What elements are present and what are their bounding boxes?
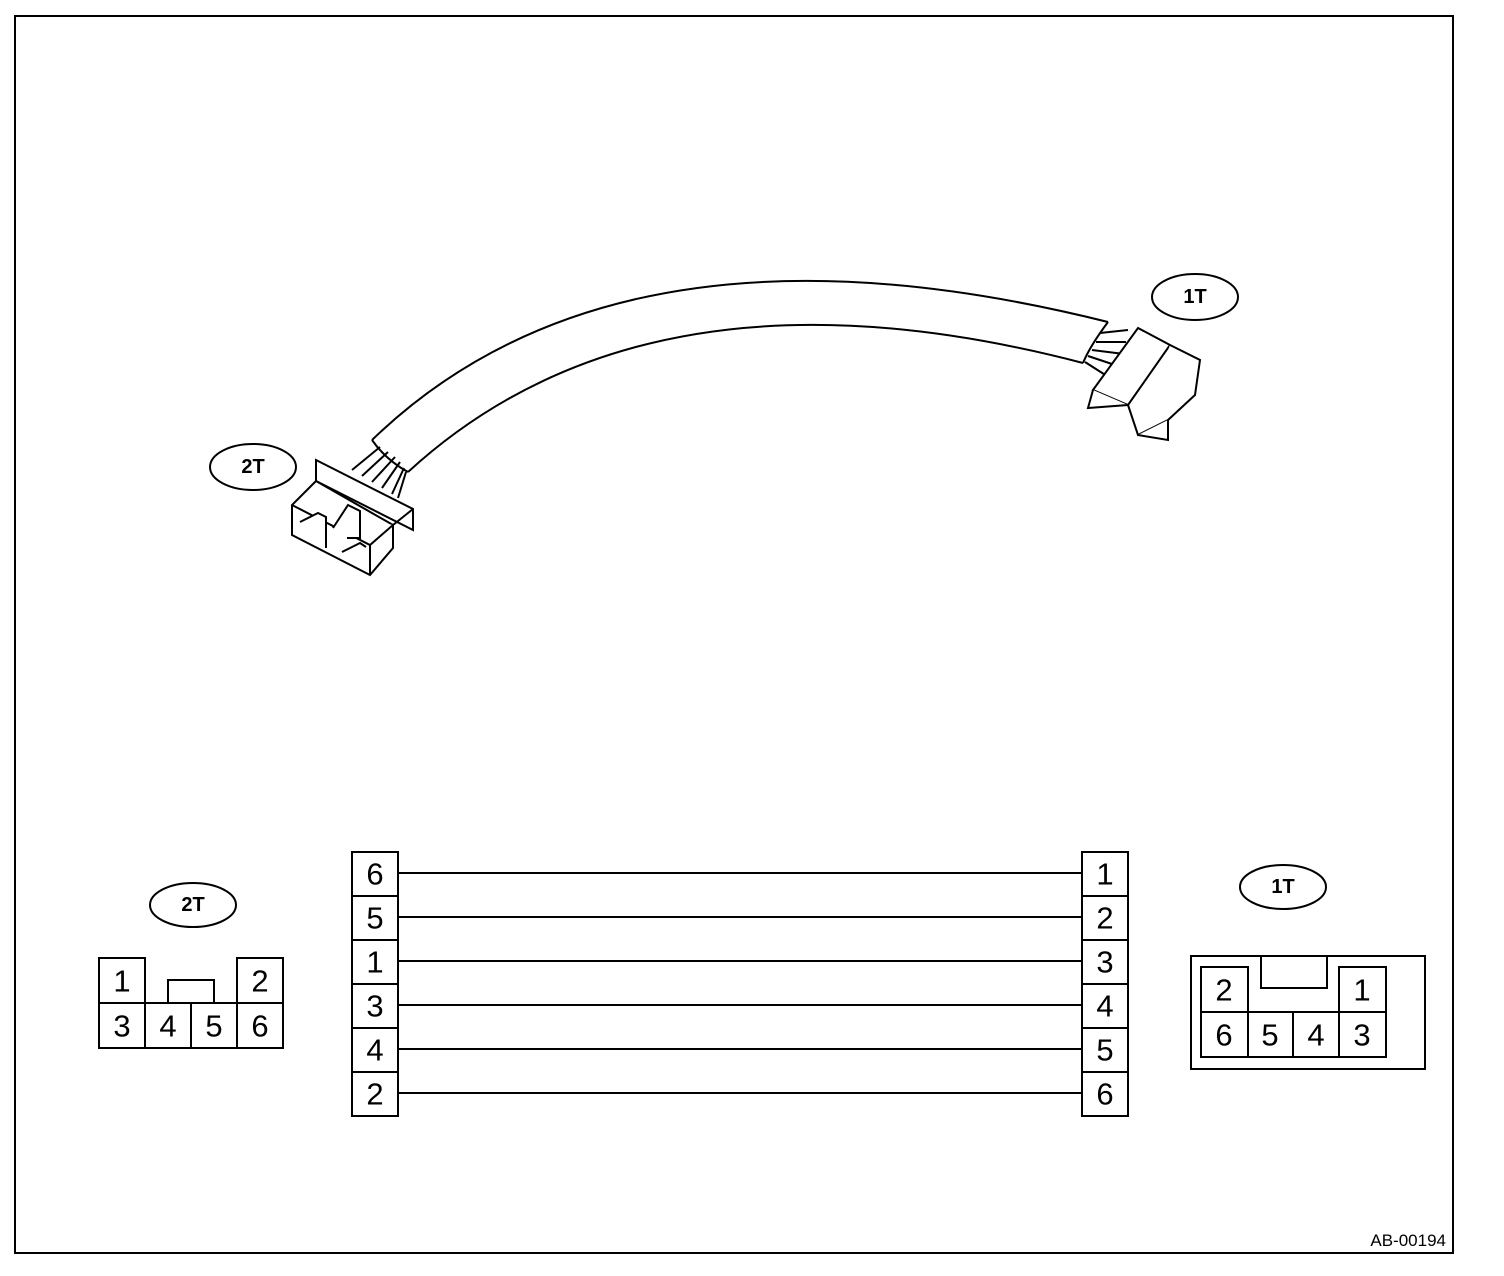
- cable-end-2t: [371, 439, 409, 473]
- callout-label: 1T: [1183, 286, 1206, 308]
- wiring-row: 1 3: [351, 939, 1129, 985]
- wiring-row: 3 4: [351, 983, 1129, 1029]
- pin-label: 6: [1215, 1018, 1232, 1053]
- pin-label: 2: [251, 964, 268, 999]
- wiring-table: 6 1 5 2 1 3 3 4 4 5: [351, 851, 1129, 1117]
- figure-code: AB-00194: [1370, 1231, 1446, 1250]
- pin-label: 5: [1261, 1018, 1278, 1053]
- pin-label: 2: [1215, 973, 1232, 1008]
- wire-to-pin: 6: [1096, 1077, 1113, 1112]
- pin-label: 4: [159, 1009, 176, 1044]
- connector-2t-face: 2T 1 2 3 4 5 6: [98, 882, 284, 1049]
- cable-end-1t: [1082, 321, 1109, 364]
- wire-from-pin: 6: [366, 857, 383, 892]
- connector-1t-label: 1T: [1271, 876, 1294, 898]
- pin-label: 4: [1307, 1018, 1324, 1053]
- wire-to-pin: 4: [1096, 989, 1113, 1024]
- wire-from-pin: 1: [366, 945, 383, 980]
- wire-to-pin: 2: [1096, 901, 1113, 936]
- wiring-row: 2 6: [351, 1071, 1129, 1117]
- wires-1t: [1084, 329, 1129, 379]
- cable-inner-edge: [407, 323, 1084, 473]
- callout-2t-top: 2T: [209, 443, 297, 491]
- wire-to-pin: 3: [1096, 945, 1113, 980]
- connector-1t-face: 1T 2 1 6 5 4 3: [1190, 864, 1426, 1070]
- connector-2t-body: [291, 458, 414, 577]
- pin-label: 1: [1353, 973, 1370, 1008]
- wire-from-pin: 3: [366, 989, 383, 1024]
- connector-1t-body: [1086, 326, 1202, 442]
- wire-from-pin: 4: [366, 1033, 383, 1068]
- harness-illustration: [291, 279, 1202, 577]
- diagram-frame: [14, 15, 1454, 1254]
- wires-2t: [351, 446, 407, 499]
- connector-2t-label: 2T: [181, 894, 204, 916]
- cable-outer-edge: [371, 279, 1109, 441]
- wiring-row: 6 1: [351, 851, 1129, 897]
- pin-label: 5: [205, 1009, 222, 1044]
- pin-label: 3: [113, 1009, 130, 1044]
- pin-label: 1: [113, 964, 130, 999]
- wire-to-pin: 5: [1096, 1033, 1113, 1068]
- callout-1t-top: 1T: [1151, 273, 1239, 321]
- pin-label: 6: [251, 1009, 268, 1044]
- wire-to-pin: 1: [1096, 857, 1113, 892]
- pin-label: 3: [1353, 1018, 1370, 1053]
- wiring-row: 5 2: [351, 895, 1129, 941]
- wire-from-pin: 5: [366, 901, 383, 936]
- wire-from-pin: 2: [366, 1077, 383, 1112]
- wiring-row: 4 5: [351, 1027, 1129, 1073]
- callout-label: 2T: [241, 456, 264, 478]
